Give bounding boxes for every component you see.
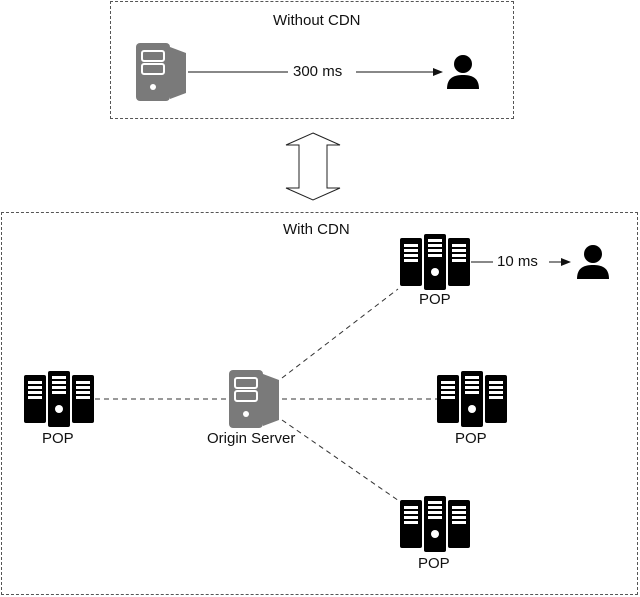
user-icon bbox=[577, 245, 609, 279]
latency-label-with-cdn: 10 ms bbox=[497, 253, 538, 270]
latency-label-without-cdn: 300 ms bbox=[293, 63, 343, 80]
connection-line-bottom bbox=[281, 419, 403, 504]
pop-label-bottom: POP bbox=[418, 555, 450, 572]
origin-server-label: Origin Server bbox=[207, 430, 296, 447]
pop-server-icon-top bbox=[400, 234, 470, 290]
pop-label-top: POP bbox=[419, 291, 451, 308]
with-cdn-panel bbox=[1, 212, 638, 595]
connection-line-top bbox=[281, 288, 399, 379]
without-cdn-panel bbox=[110, 1, 514, 119]
with-cdn-title: With CDN bbox=[283, 221, 350, 238]
pop-label-left: POP bbox=[42, 430, 74, 447]
pop-label-right: POP bbox=[455, 430, 487, 447]
origin-server-icon bbox=[228, 369, 280, 429]
pop-server-icon-left bbox=[24, 371, 94, 427]
origin-server-icon bbox=[135, 42, 187, 102]
pop-server-icon-bottom bbox=[400, 496, 470, 552]
double-arrow-icon bbox=[285, 132, 341, 201]
without-cdn-title: Without CDN bbox=[273, 12, 361, 29]
pop-server-icon-right bbox=[437, 371, 507, 427]
user-icon bbox=[447, 55, 479, 89]
